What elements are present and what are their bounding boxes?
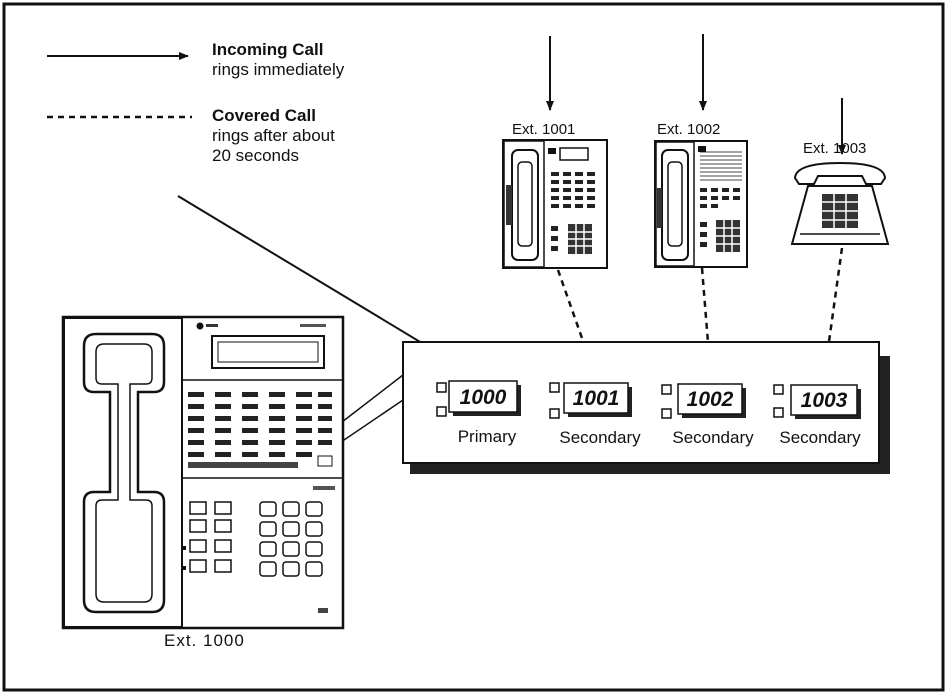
button-role: Secondary [672,428,754,447]
button-number: 1003 [801,389,848,412]
legend: Incoming Call rings immediately Covered … [47,40,345,165]
phone-ext-1001-icon [502,139,608,269]
diagram-frame [2,2,945,692]
panel-button-1002: 1002 Secondary [661,383,754,447]
console-phone-ext-1000-icon [61,315,345,630]
panel-button-1001: 1001 Secondary [549,382,641,447]
button-face [563,382,629,414]
covered-call-desc-line1: rings after about [212,126,335,145]
status-lamp [773,407,784,418]
status-lamp [549,382,560,393]
ext-1003-label: Ext. 1003 [803,140,866,157]
ext-1002-label: Ext. 1002 [657,121,720,138]
incoming-call-title: Incoming Call [212,40,323,59]
status-lamp [436,382,447,393]
button-face [448,380,518,413]
status-lamp [549,408,560,419]
panel-button-1003: 1003 Secondary [773,384,861,447]
ext-1001-label: Ext. 1001 [512,121,575,138]
status-lamp [773,384,784,395]
status-lamp [661,384,672,395]
status-lamp [661,408,672,419]
button-number: 1002 [687,388,734,411]
covered-call-title: Covered Call [212,106,316,125]
phone-ext-1003-icon [790,161,890,245]
button-role: Secondary [559,428,641,447]
button-number: 1001 [573,387,620,410]
incoming-call-desc: rings immediately [212,60,345,79]
button-face [677,383,743,415]
covered-call-desc-line2: 20 seconds [212,146,299,165]
button-panel: 1000 Primary 1001 Secondary 1002 Seconda… [402,341,890,474]
phone-ext-1002-icon [654,140,748,268]
panel-button-1000: 1000 Primary [436,380,521,446]
button-face [790,384,858,416]
status-lamp [436,406,447,417]
button-number: 1000 [460,386,507,409]
button-role: Secondary [779,428,861,447]
ext-1000-label: Ext. 1000 [164,631,245,650]
button-role: Primary [458,427,517,446]
incoming-arrow-to-panel [177,195,461,367]
